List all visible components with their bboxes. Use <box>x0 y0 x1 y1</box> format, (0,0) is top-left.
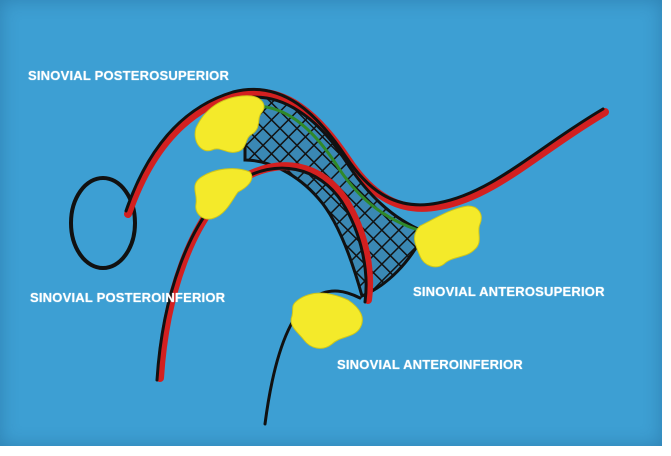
tmj-synovial-diagram <box>0 0 662 446</box>
label-sinovial-anteroinferior: SINOVIAL ANTEROINFERIOR <box>337 357 523 372</box>
diagram-panel: SINOVIAL POSTEROSUPERIOR SINOVIAL POSTER… <box>0 0 662 446</box>
label-sinovial-posteroinferior: SINOVIAL POSTEROINFERIOR <box>30 290 225 305</box>
synovial-anterosuperior <box>415 206 482 267</box>
label-sinovial-posterosuperior: SINOVIAL POSTEROSUPERIOR <box>28 68 229 83</box>
synovial-anteroinferior <box>291 293 362 348</box>
articular-disc <box>245 97 425 296</box>
posterior-oval <box>71 178 135 268</box>
synovial-posteroinferior <box>195 169 252 219</box>
label-sinovial-anterosuperior: SINOVIAL ANTEROSUPERIOR <box>413 284 605 299</box>
